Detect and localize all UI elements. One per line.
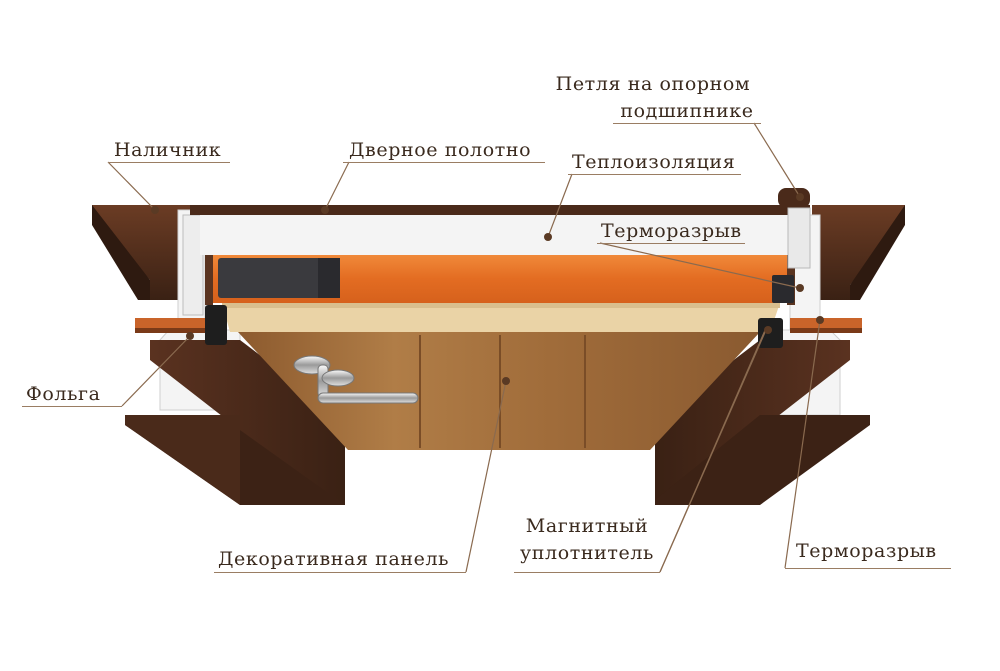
- underline-magnitnyy: [514, 572, 660, 573]
- label-termorazryv-top: Терморазрыв: [601, 220, 742, 242]
- underline-teploizolyaciya: [568, 174, 741, 175]
- label-petlya-line1: Петля на опорном: [555, 73, 751, 95]
- mdf-layer: [222, 303, 780, 332]
- leader-lines: [107, 122, 821, 573]
- right-termo-strip: [790, 318, 862, 328]
- door-insulation-band: [200, 215, 798, 255]
- mdf-layer-edge: [222, 303, 780, 308]
- right-thermal-break: [772, 275, 794, 303]
- right-casing: [812, 205, 905, 300]
- marker-folga: [186, 332, 194, 340]
- underline-dvernoe-polotno: [343, 162, 545, 163]
- right-casing-edge: [850, 205, 905, 300]
- label-folga: Фольга: [26, 383, 101, 405]
- left-casing-edge: [92, 205, 150, 300]
- marker-petlya: [796, 193, 804, 201]
- marker-teploizolyaciya: [544, 233, 552, 241]
- right-jamb-side: [655, 415, 870, 505]
- label-magnitnyy-line2: уплотнитель: [520, 542, 654, 564]
- lock-body: [218, 258, 340, 298]
- underline-folga: [22, 406, 122, 407]
- door-handle: [293, 355, 419, 404]
- hinge: [778, 188, 811, 269]
- underline-dekorativnaya-panel: [214, 572, 466, 573]
- label-dekorativnaya-panel: Декоративная панель: [218, 548, 450, 570]
- label-dvernoe-polotno: Дверное полотно: [349, 139, 532, 161]
- marker-magnit: [764, 326, 772, 334]
- marker-dots: [151, 193, 824, 385]
- lock-bolt: [318, 258, 340, 298]
- left-casing: [92, 205, 190, 300]
- label-magnitnyy-line1: Магнитный: [525, 515, 649, 537]
- underline-petlya: [613, 123, 761, 124]
- door-inner-profile-left: [205, 255, 213, 305]
- underline-nalichnik: [108, 162, 230, 163]
- label-nalichnik: Наличник: [114, 139, 222, 161]
- marker-nalichnik: [151, 206, 159, 214]
- label-termorazryv-bottom: Терморазрыв: [796, 540, 937, 562]
- underline-termorazryv-top: [597, 243, 745, 244]
- underline-termorazryv-bottom: [785, 568, 951, 569]
- left-jamb-side: [125, 415, 240, 505]
- left-termo-strip: [135, 318, 205, 328]
- marker-panel: [502, 377, 510, 385]
- marker-termorazryv-top: [796, 284, 804, 292]
- label-petlya-line2: подшипнике: [620, 100, 754, 122]
- left-termo-strip-shadow: [135, 328, 205, 333]
- label-teploizolyaciya: Теплоизоляция: [572, 151, 736, 173]
- left-jamb-face: [150, 340, 345, 505]
- door-leaf-top-sheet: [190, 205, 810, 215]
- marker-termorazryv-bottom: [816, 316, 824, 324]
- right-termo-strip-shadow: [790, 328, 862, 333]
- marker-polotno: [321, 206, 329, 214]
- left-magnetic-seal: [205, 305, 227, 345]
